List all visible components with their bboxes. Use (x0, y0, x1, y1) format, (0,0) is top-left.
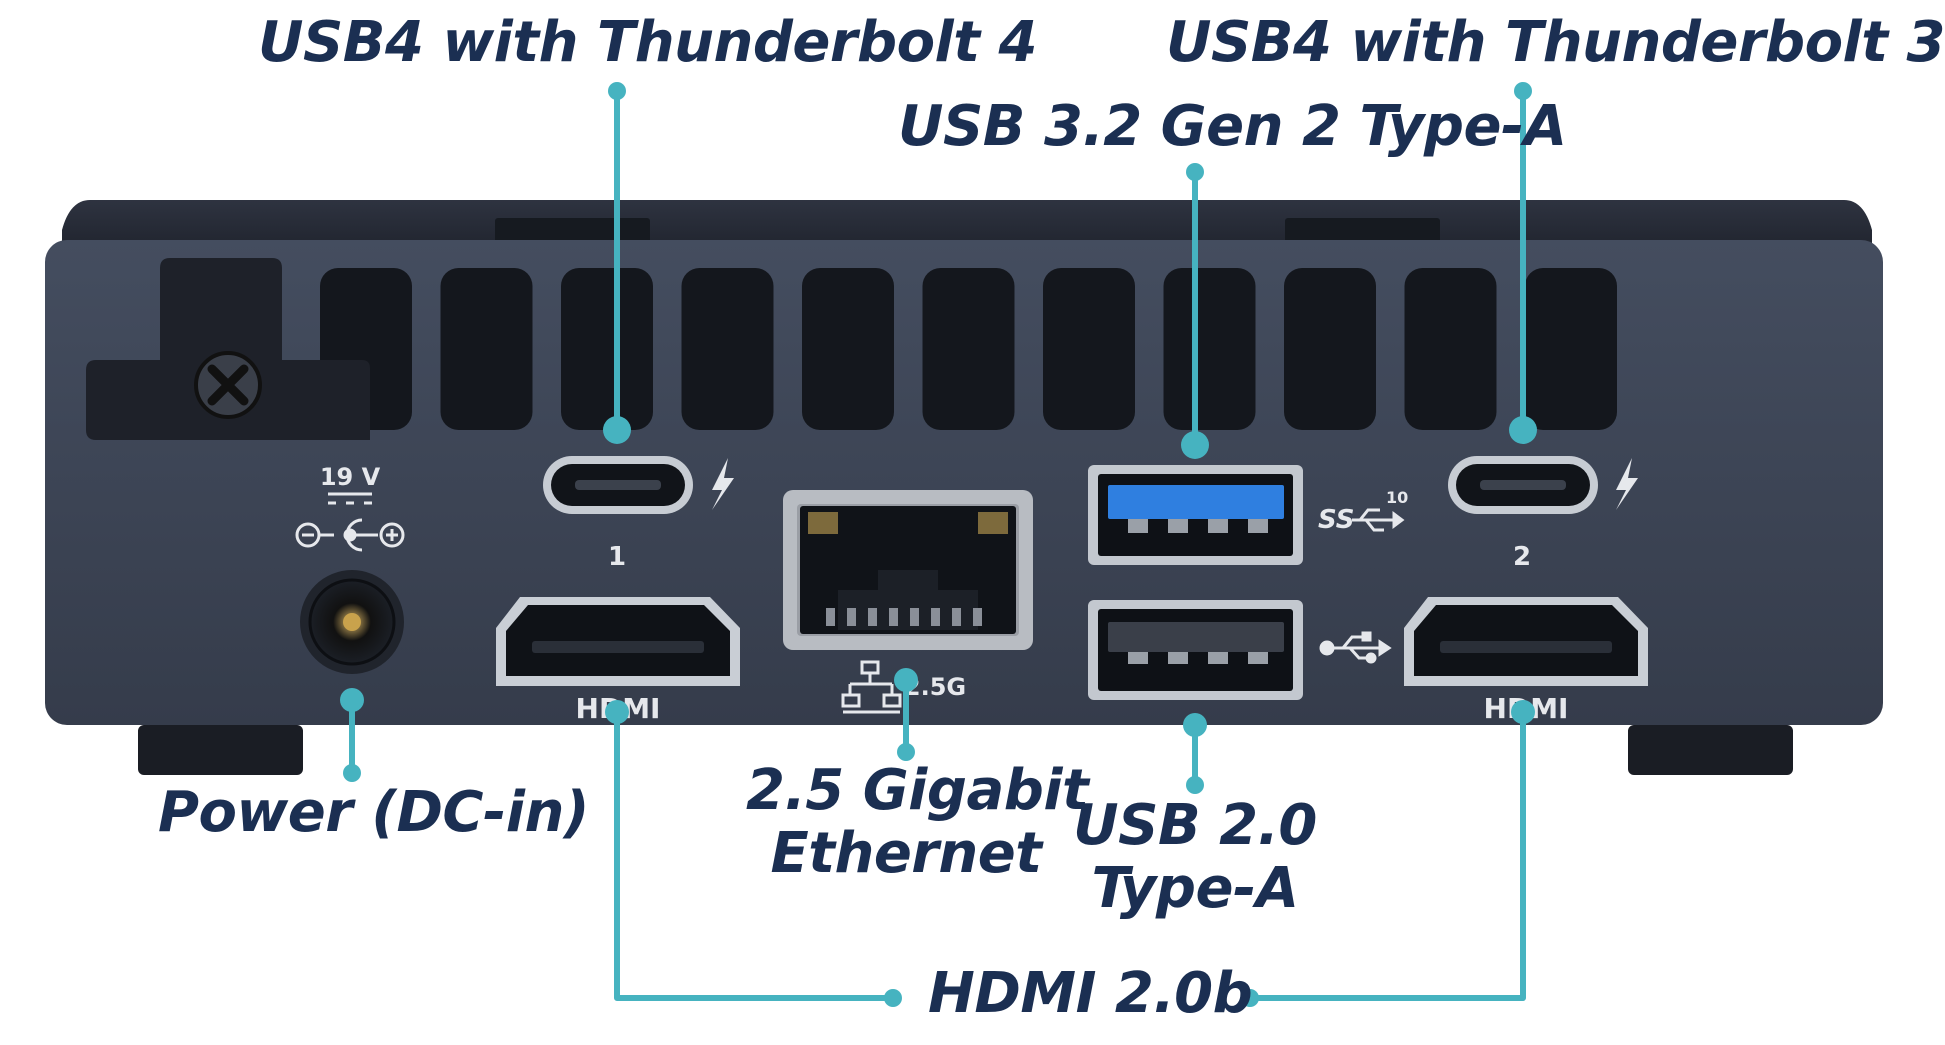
usb20-port (1088, 600, 1392, 700)
label-usb20-line1: USB 2.0 (1073, 793, 1317, 858)
connector-pin (1168, 652, 1188, 664)
callout-line-hdmi-1 (614, 709, 896, 1001)
vent-slot (1404, 268, 1497, 430)
connector-pin (1248, 519, 1268, 533)
ethernet-port: 2.5G (783, 490, 1033, 714)
label-hdmi: HDMI 2.0b (928, 961, 1253, 1026)
thunderbolt-icon (712, 458, 734, 510)
label-ethernet: 2.5 Gigabit Ethernet (746, 758, 1089, 886)
connector-pin (910, 608, 919, 626)
vent-slot (802, 268, 894, 430)
voltage-marking: 19 V (320, 463, 381, 491)
vent-slot (440, 268, 533, 430)
vent-slot (922, 268, 1015, 430)
label-usb4-thunderbolt-3: USB4 with Thunderbolt 3 (1166, 10, 1945, 75)
hdmi-port-1: HDMI (496, 597, 740, 725)
vent-slot (681, 268, 774, 430)
usb4-port-1: 1 (543, 456, 734, 572)
hdmi-port-2: HDMI (1404, 597, 1648, 725)
ss-logo: SS (1318, 505, 1355, 535)
connector-pin (847, 608, 856, 626)
port-1-number: 1 (608, 542, 626, 572)
callout-line-hdmi-2 (1247, 709, 1526, 1001)
usb4-port-2: 2 (1448, 456, 1638, 572)
vent-slot (1525, 268, 1617, 430)
network-icon (841, 660, 902, 714)
dc-power-jack: 19 V (295, 463, 405, 674)
connector-pin (889, 608, 898, 626)
connector-pin (973, 608, 982, 626)
vent-slot (561, 268, 653, 430)
thunderbolt-icon (1616, 458, 1638, 510)
vent-slot (1163, 268, 1256, 430)
connector-pin (931, 608, 940, 626)
connector-pin (826, 608, 835, 626)
label-usb20: USB 2.0 Type-A (1070, 793, 1320, 921)
connector-pin (868, 608, 877, 626)
vent-slot (1284, 268, 1376, 430)
port-2-number: 2 (1513, 542, 1531, 572)
usb32-port: SS 10 (1088, 465, 1408, 565)
foot-left (138, 725, 303, 775)
label-ethernet-line1: 2.5 Gigabit (746, 758, 1089, 823)
label-usb4-thunderbolt-4: USB4 with Thunderbolt 4 (258, 10, 1037, 75)
connector-pin (1168, 519, 1188, 533)
dc-polarity-icon (295, 518, 405, 552)
connector-pin (1208, 652, 1228, 664)
foot-right (1628, 725, 1793, 775)
usb-icon (1319, 631, 1392, 664)
connector-pin (952, 608, 961, 626)
vent-slot (1043, 268, 1135, 430)
label-usb20-line2: Type-A (1091, 855, 1299, 921)
usb-icon (1352, 508, 1405, 532)
callout-dots (340, 82, 1537, 1007)
vent-group (320, 268, 1617, 430)
ss-rate: 10 (1386, 488, 1408, 507)
security-bracket (86, 258, 370, 440)
connector-pin (1208, 519, 1228, 533)
label-ethernet-line2: Ethernet (770, 820, 1042, 886)
label-power-dc-in: Power (DC-in) (158, 780, 589, 845)
connector-pin (1128, 519, 1148, 533)
connector-pin (1248, 652, 1268, 664)
connector-pin (1128, 652, 1148, 664)
label-usb32-gen2: USB 3.2 Gen 2 Type-A (898, 94, 1567, 159)
